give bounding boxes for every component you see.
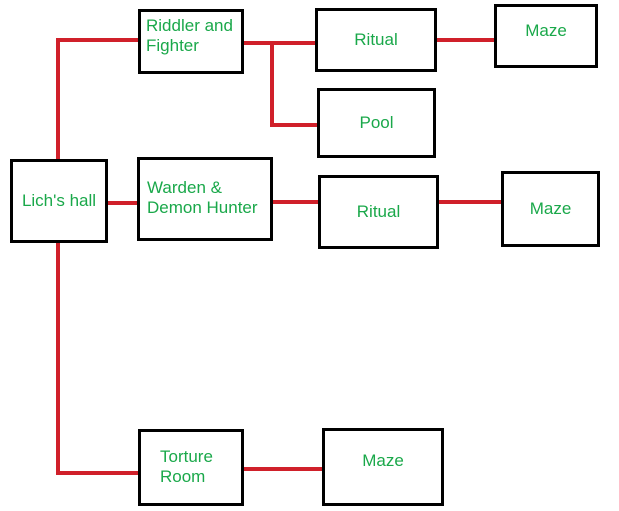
connector-lich-to-torture	[56, 240, 142, 475]
node-maze-top-label: Maze	[525, 21, 567, 40]
node-maze-middle-label: Maze	[529, 199, 572, 218]
node-pool-label: Pool	[359, 113, 394, 132]
node-ritual-top: Ritual	[315, 8, 437, 72]
node-maze-bottom: Maze	[322, 428, 444, 506]
node-maze-top: Maze	[494, 4, 598, 68]
connector-riddler-to-pool	[270, 41, 321, 127]
node-torture-room: Torture Room	[138, 429, 244, 506]
node-ritual-middle-label: Ritual	[356, 202, 401, 221]
node-ritual-top-label: Ritual	[354, 30, 398, 49]
node-warden-demon-hunter-label: Warden & Demon Hunter	[147, 178, 258, 217]
node-maze-bottom-label: Maze	[362, 451, 404, 470]
node-warden-demon-hunter: Warden & Demon Hunter	[137, 157, 273, 241]
connector-lich-to-riddler	[56, 38, 142, 164]
node-ritual-middle: Ritual	[318, 175, 439, 249]
node-lichs-hall: Lich's hall	[10, 159, 108, 243]
node-maze-middle: Maze	[501, 171, 600, 247]
node-torture-room-label: Torture Room	[160, 447, 213, 486]
node-riddler-fighter-label: Riddler and Fighter	[146, 16, 233, 55]
node-lichs-hall-label: Lich's hall	[21, 191, 97, 210]
node-riddler-fighter: Riddler and Fighter	[138, 9, 244, 74]
node-pool: Pool	[317, 88, 436, 158]
